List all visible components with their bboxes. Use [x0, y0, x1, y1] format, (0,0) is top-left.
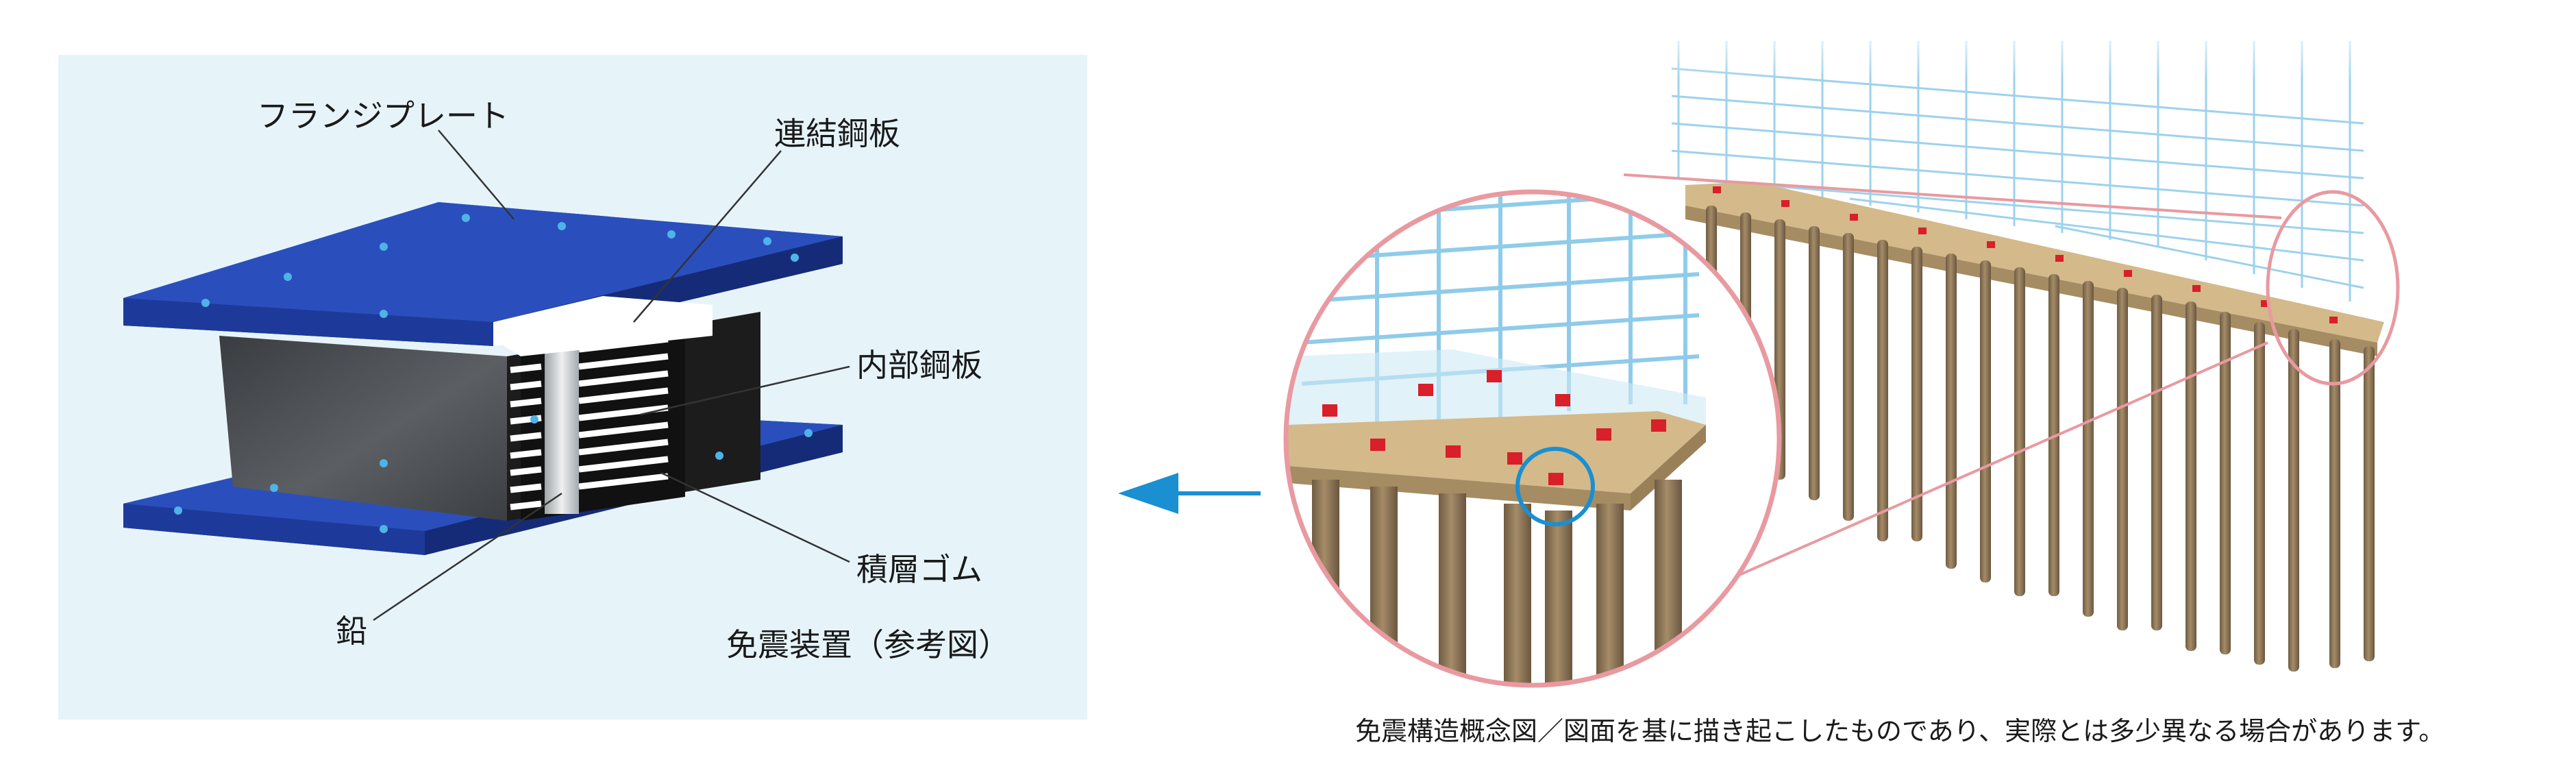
label-lead: 鉛: [336, 613, 367, 650]
lead-core: [545, 329, 579, 514]
bearing-markers: [1713, 186, 2338, 323]
magnifier-detail: [1283, 189, 1782, 688]
foundation-slab: [1685, 182, 2384, 343]
detail-focus-ring: [1515, 447, 1595, 526]
label-connecting-steel-plate: 連結鋼板: [774, 115, 900, 152]
figure-caption: 免震構造概念図／図面を基に描き起こしたものであり、実際とは多少異なる場合がありま…: [1355, 716, 2445, 746]
small-magnifier-ring: [2266, 190, 2400, 386]
bearing-diagram-title: 免震装置（参考図）: [726, 626, 1010, 663]
pointer-arrow: [1118, 473, 1261, 514]
leader-lines: [373, 130, 850, 622]
building-foundation-illustration: [1283, 21, 2400, 688]
rubber-body-front: [219, 336, 507, 521]
bolt-holes: [174, 214, 813, 533]
label-inner-steel-plate: 内部鋼板: [856, 347, 982, 384]
top-flange-top: [123, 202, 843, 322]
label-laminated-rubber: 積層ゴム: [856, 551, 982, 588]
label-flange-plate: フランジプレート: [257, 97, 509, 134]
isolation-bearing: [123, 130, 850, 622]
